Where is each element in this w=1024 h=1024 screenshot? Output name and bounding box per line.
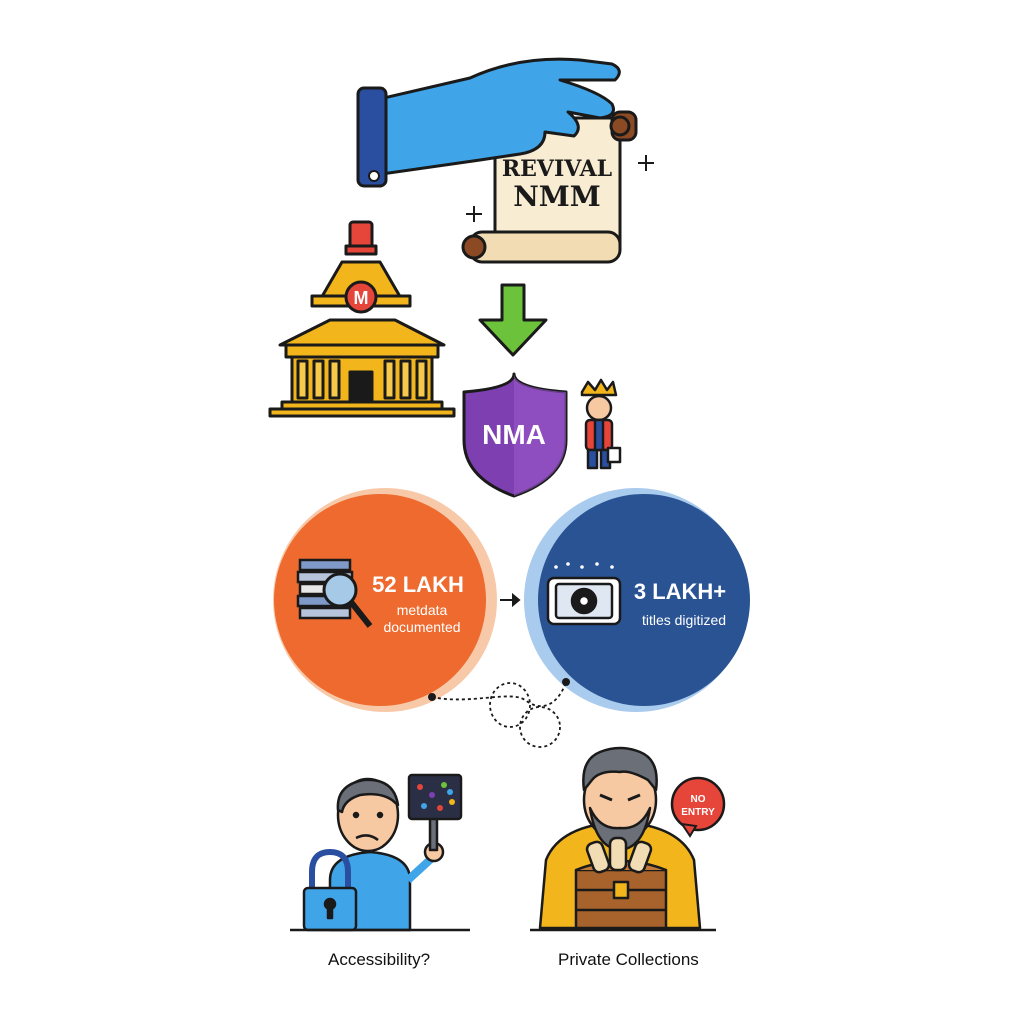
hand-icon [356, 57, 621, 188]
caption-private-collections: Private Collections [558, 950, 699, 969]
no-entry-line1: NO [691, 794, 706, 805]
building-badge-letter: M [354, 288, 369, 308]
worried-person-icon [290, 773, 470, 932]
tablet-camera-icon [546, 576, 622, 626]
padlock-icon [302, 849, 358, 932]
books-magnifier-icon [296, 558, 373, 628]
stat-left-value: 52 LAKH [372, 572, 464, 597]
sparkle-icon [466, 155, 654, 222]
stat-right-value: 3 LAKH+ [634, 579, 726, 604]
connector-dot-right [562, 678, 570, 686]
sparkles-icon [554, 562, 614, 569]
connector-arrow-icon [500, 592, 521, 608]
no-entry-line2: ENTRY [681, 807, 715, 818]
stat-left-line1: metdata [397, 602, 448, 618]
caption-accessibility: Accessibility? [328, 950, 431, 969]
down-arrow-icon [478, 283, 548, 357]
stat-right-card: 3 LAKH+ titles digitized [524, 488, 750, 712]
shield-icon: NMA [462, 372, 568, 498]
guardian-man-icon [530, 746, 716, 932]
national-emblem-icon [344, 220, 378, 256]
stat-left-card: 52 LAKH metdata documented [273, 488, 497, 712]
no-entry-sign-icon: NO ENTRY [670, 776, 726, 838]
king-figure-icon [580, 378, 622, 470]
dotted-connector-icon [431, 681, 567, 748]
shield-label: NMA [482, 419, 546, 450]
scroll-title-line2: NMM [513, 180, 601, 213]
stat-right-line1: titles digitized [642, 612, 726, 628]
scroll-title-line1: REVIVAL [502, 156, 612, 182]
treasure-chest-icon [574, 836, 668, 930]
stat-left-line2: documented [383, 619, 460, 635]
museum-building-icon: M [268, 220, 456, 418]
connector-dot-left [428, 693, 436, 701]
